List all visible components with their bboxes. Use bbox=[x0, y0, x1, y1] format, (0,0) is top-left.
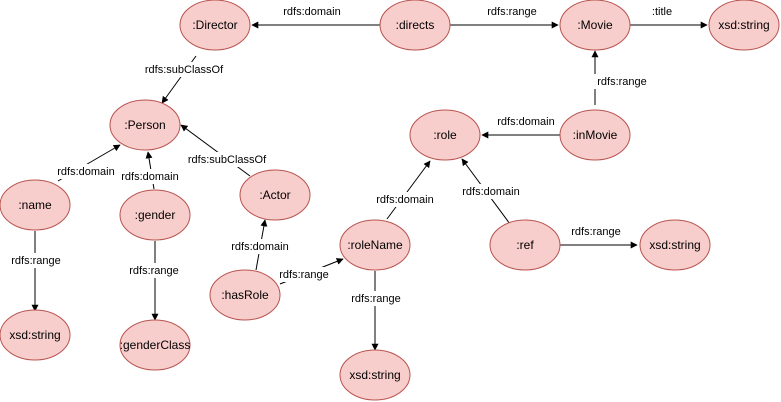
edge-label-movie-title: :title bbox=[649, 4, 675, 19]
node-xsd-string-ref[interactable]: xsd:string bbox=[639, 219, 711, 271]
svg-text::Person: :Person bbox=[124, 118, 165, 132]
node-ref[interactable]: :ref bbox=[489, 219, 561, 271]
edge-label-ref-xsd: rdfs:range bbox=[568, 224, 624, 239]
svg-text::inMovie: :inMovie bbox=[573, 128, 618, 142]
svg-text::gender: :gender bbox=[135, 208, 176, 222]
node-hasrole[interactable]: :hasRole bbox=[209, 269, 281, 321]
svg-text:rdfs:domain: rdfs:domain bbox=[283, 6, 340, 18]
node-rolename[interactable]: :roleName bbox=[339, 219, 411, 271]
edge-label-name-person: rdfs:domain bbox=[55, 164, 117, 179]
node-xsd-string-rolename[interactable]: xsd:string bbox=[339, 349, 411, 401]
edge-label-inmovie-role: rdfs:domain bbox=[495, 114, 557, 129]
svg-text:xsd:string: xsd:string bbox=[9, 328, 60, 342]
node-genderclass[interactable]: :genderClass bbox=[119, 319, 191, 371]
svg-text:xsd:string: xsd:string bbox=[718, 18, 769, 32]
edge-label-director-person: rdfs:subClassOf bbox=[142, 62, 226, 77]
svg-text:rdfs:domain: rdfs:domain bbox=[121, 171, 178, 183]
svg-text::Director: :Director bbox=[192, 18, 237, 32]
edge-label-directs-movie: rdfs:range bbox=[484, 4, 540, 19]
edge-label-hasrole-rolename: rdfs:range bbox=[276, 267, 332, 282]
node-gender[interactable]: :gender bbox=[119, 189, 191, 241]
edge-label-name-xsd: rdfs:range bbox=[8, 253, 64, 268]
svg-text::roleName: :roleName bbox=[347, 238, 403, 252]
edge-label-inmovie-movie: rdfs:range bbox=[594, 74, 650, 89]
svg-text::directs: :directs bbox=[396, 18, 435, 32]
svg-text::role: :role bbox=[433, 128, 457, 142]
edge-label-directs-director: rdfs:domain bbox=[281, 4, 343, 19]
svg-text:rdfs:range: rdfs:range bbox=[351, 293, 401, 305]
node-inmovie[interactable]: :inMovie bbox=[559, 109, 631, 161]
edge-label-gender-person: rdfs:domain bbox=[119, 169, 181, 184]
svg-text:rdfs:range: rdfs:range bbox=[597, 76, 647, 88]
svg-text::genderClass: :genderClass bbox=[120, 338, 191, 352]
svg-text:rdfs:range: rdfs:range bbox=[279, 269, 329, 281]
node-role[interactable]: :role bbox=[409, 109, 481, 161]
edge-label-gender-class: rdfs:range bbox=[126, 263, 182, 278]
svg-text:rdfs:domain: rdfs:domain bbox=[57, 166, 114, 178]
edge-label-actor-person: rdfs:subClassOf bbox=[185, 152, 269, 167]
edge-actor-person bbox=[180, 124, 251, 177]
svg-text:rdfs:range: rdfs:range bbox=[129, 265, 179, 277]
node-name[interactable]: :name bbox=[0, 179, 71, 231]
svg-text:rdfs:domain: rdfs:domain bbox=[462, 186, 519, 198]
svg-text::name: :name bbox=[18, 198, 52, 212]
svg-text::title: :title bbox=[652, 6, 672, 18]
node-directs[interactable]: :directs bbox=[379, 0, 451, 51]
node-xsd-string-name[interactable]: xsd:string bbox=[0, 309, 71, 361]
svg-text:xsd:string: xsd:string bbox=[649, 238, 700, 252]
svg-text::hasRole: :hasRole bbox=[221, 288, 269, 302]
svg-text:rdfs:domain: rdfs:domain bbox=[497, 116, 554, 128]
svg-text:rdfs:range: rdfs:range bbox=[11, 255, 61, 267]
edge-rolename-role bbox=[386, 160, 431, 220]
svg-text::ref: :ref bbox=[516, 238, 534, 252]
svg-text::Actor: :Actor bbox=[259, 188, 290, 202]
svg-text::Movie: :Movie bbox=[577, 18, 613, 32]
edge-label-ref-role: rdfs:domain bbox=[460, 184, 522, 199]
svg-text:rdfs:subClassOf: rdfs:subClassOf bbox=[188, 154, 267, 166]
edge-label-rolename-role: rdfs:domain bbox=[374, 192, 436, 207]
svg-text:xsd:string: xsd:string bbox=[349, 368, 400, 382]
node-xsd-string-title[interactable]: xsd:string bbox=[708, 0, 780, 51]
node-actor[interactable]: :Actor bbox=[239, 169, 311, 221]
edge-label-rolename-xsd: rdfs:range bbox=[348, 291, 404, 306]
node-movie[interactable]: :Movie bbox=[559, 0, 631, 51]
node-director[interactable]: :Director bbox=[179, 0, 251, 51]
svg-text:rdfs:range: rdfs:range bbox=[487, 6, 537, 18]
svg-text:rdfs:domain: rdfs:domain bbox=[231, 241, 288, 253]
node-person[interactable]: :Person bbox=[109, 99, 181, 151]
svg-text:rdfs:range: rdfs:range bbox=[571, 226, 621, 238]
edge-label-hasrole-actor: rdfs:domain bbox=[229, 239, 291, 254]
svg-text:rdfs:subClassOf: rdfs:subClassOf bbox=[145, 64, 224, 76]
svg-text:rdfs:domain: rdfs:domain bbox=[376, 194, 433, 206]
